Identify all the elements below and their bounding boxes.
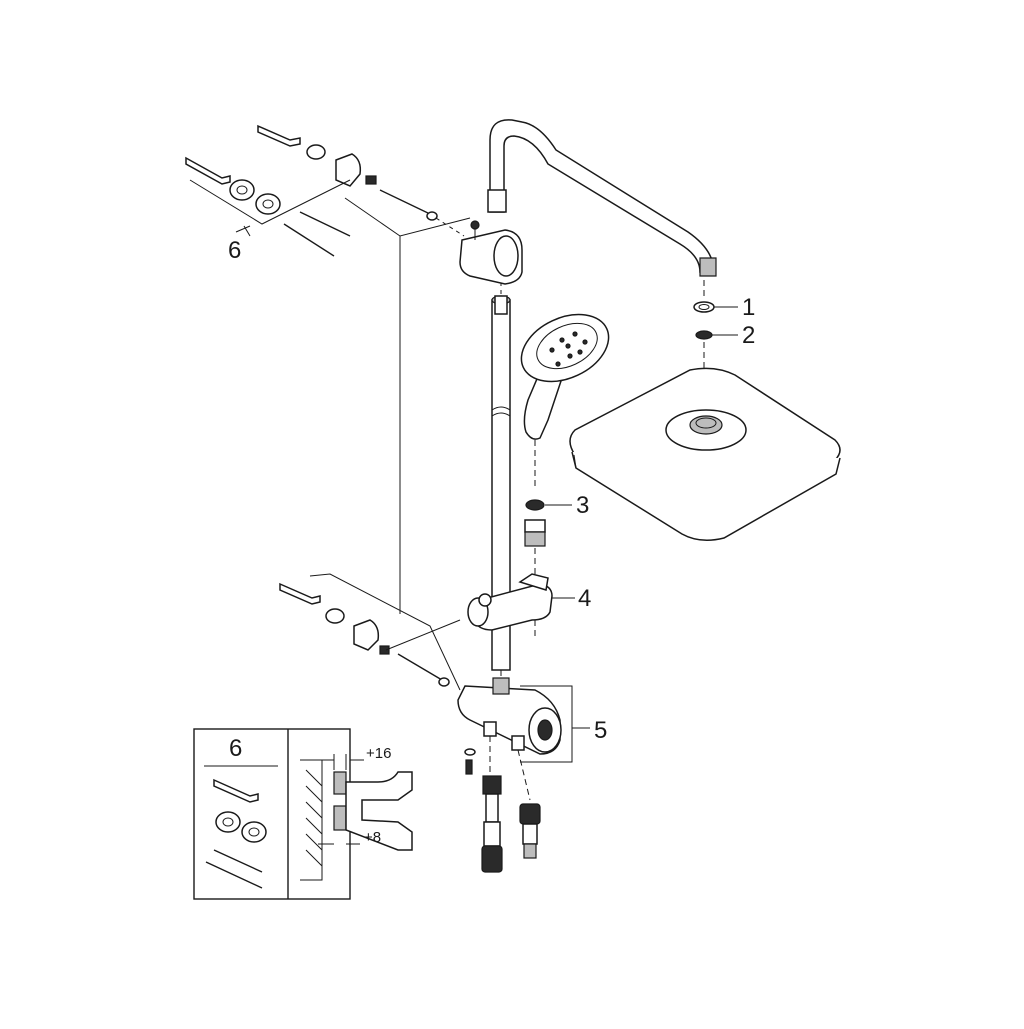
hot-cold-hoses [481,775,541,873]
seal-2 [695,330,713,340]
hand-shower [520,313,610,440]
kit6-top-plugs [185,156,351,257]
thermostat-mixer [457,677,562,755]
bottom-washer [325,608,345,624]
inset-offset-bottom: +8 [364,829,381,846]
bottom-adapter [353,619,390,655]
hose-nut-top [524,519,546,547]
callout-6: 6 [228,237,241,264]
top-long-screw [379,189,438,221]
bottom-wall-anchor-screw [279,582,321,605]
riser-pipe [491,295,511,671]
bottom-long-screw [397,653,450,687]
inset-panel: 6 +16 +8 [193,728,413,900]
shower-arm [487,119,717,277]
top-adapter [335,153,377,187]
set-screw [464,748,476,775]
seal-3 [525,499,545,511]
head-shower [569,367,841,541]
top-washer [306,144,326,160]
callout-4: 4 [578,585,591,612]
top-wall-anchor-screw [257,124,301,147]
callout-1: 1 [742,294,755,321]
inset-kit-number: 6 [229,735,242,762]
inset-offset-top: +16 [366,745,391,762]
slider-holder [467,573,553,631]
callout-3: 3 [576,492,589,519]
washer-1 [693,301,715,313]
callout-2: 2 [742,322,755,349]
top-rail-bracket [459,220,523,285]
callout-5: 5 [594,717,607,744]
